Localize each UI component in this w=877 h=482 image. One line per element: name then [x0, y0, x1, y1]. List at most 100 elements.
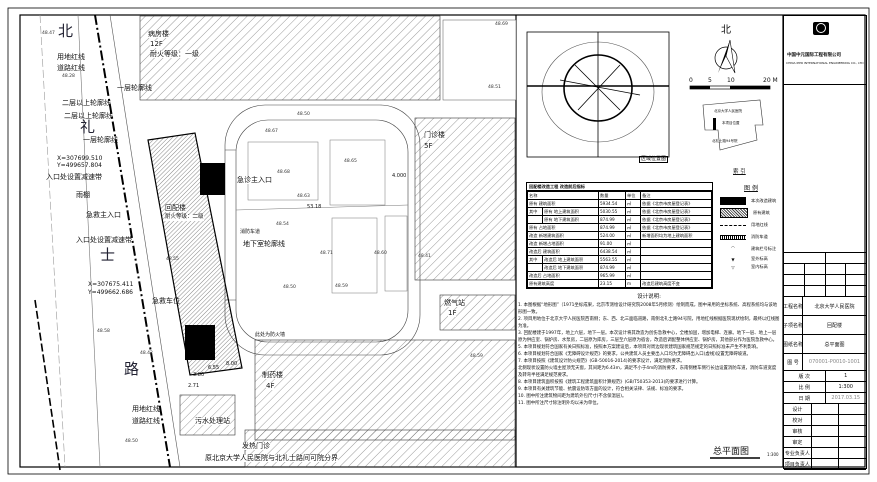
legend-label: 用地红线	[751, 222, 768, 227]
elevation: 48.67	[265, 129, 278, 134]
drawing-name-label: 图纸名称	[784, 335, 803, 353]
legend-item: ▼室外标高	[731, 256, 768, 262]
table-cell: 6438.54	[598, 247, 627, 256]
sewage-station	[179, 394, 236, 436]
scale-bar	[689, 85, 771, 90]
signature-row: 审定	[784, 437, 866, 448]
table-cell: 5563.55	[598, 255, 627, 264]
version-value: 1	[844, 373, 848, 379]
gas-station-label: 燃气站	[444, 299, 465, 307]
outline-1f-label: 一层轮廓线	[83, 136, 118, 144]
table-cell	[526, 263, 544, 272]
number-label: 图 号	[784, 354, 803, 370]
table-cell: 依据《北京市房屋登记表》	[640, 223, 712, 232]
coordinate-x: X=307675.411	[88, 281, 134, 288]
item-name: 回配楼	[826, 322, 842, 329]
speed-bump-label: 入口处设置减速带	[46, 173, 102, 181]
table-cell: 改造后 占地面积	[526, 271, 600, 280]
sheet-frame	[7, 7, 870, 475]
scale-tick: 5	[708, 77, 712, 84]
main-fire-rating: 耐火等级：二级	[165, 214, 204, 221]
elevation: 48.60	[374, 251, 387, 256]
fire-lane	[224, 104, 421, 356]
new-block-south	[185, 325, 215, 360]
table-title: 回配楼改造工程 改造前后指标	[527, 183, 712, 191]
signature-role: 项目负责人	[784, 459, 812, 469]
street-char-shi: 士	[100, 246, 116, 264]
signature-field	[812, 448, 840, 458]
legend-title: 图 例	[744, 185, 758, 192]
elevation: 48.28	[62, 74, 75, 79]
table-cell	[526, 215, 544, 224]
legend-label: 本次改造建筑	[751, 198, 777, 203]
coordinate-y: Y=499657.804	[57, 162, 102, 169]
notes-title: 设计说明:	[637, 294, 661, 300]
drawing-name: 总平面图	[824, 341, 845, 348]
table-cell: 依据《北京市房屋登记表》	[640, 199, 712, 208]
design-notes: 设计说明: 1. 本图根据“地形图”（1971坐标成果，北京市测绘设计研究院20…	[518, 294, 780, 407]
clinic-entrance-label: 急诊主入口	[237, 176, 272, 184]
legend-label: 建筑栏号标注	[751, 246, 777, 251]
signature-date	[839, 426, 866, 436]
ward-floors: 12F	[150, 40, 163, 48]
outline-2f-label: 二层以上轮廓线	[64, 112, 113, 120]
elevation: 48.51	[488, 85, 501, 90]
company-name-cn: 中国中元国际工程有限公司	[787, 53, 841, 58]
table-header-row: 名称 数量 单位 备注	[526, 191, 712, 200]
table-cell: ㎡	[625, 215, 642, 224]
elevation: 48.58	[97, 329, 110, 334]
project-label: 工程名称	[784, 297, 803, 315]
index-label-hospital: 北京大学人民医院	[714, 109, 742, 113]
elevation: 48.54	[276, 222, 289, 227]
signature-field	[812, 426, 840, 436]
road-edge	[77, 14, 101, 468]
signature-role: 审核	[784, 426, 812, 436]
legend-item: 原有建筑	[720, 207, 782, 219]
gas-floors: 1F	[448, 309, 457, 317]
legend-item: 用地红线	[720, 219, 782, 231]
signature-role: 专业负责人	[784, 448, 812, 458]
note-line: 2. 项目用地位于北京大学人民医院西南侧；东、西、北三面临道路，南侧北礼士路94…	[518, 317, 780, 329]
signature-field	[812, 437, 840, 447]
header-cell: 备注	[640, 191, 712, 200]
note-line: 11. 图中所注尺寸除注明外均以米为单位。	[518, 401, 602, 406]
table-cell: ㎡	[625, 199, 642, 208]
company-logo-icon	[813, 22, 829, 35]
table-cell: 原有建筑高度	[526, 279, 600, 288]
table-cell: ㎡	[625, 263, 642, 272]
table-cell	[640, 263, 712, 272]
drawing-title: 总平面图	[713, 447, 750, 457]
renovated-building	[147, 132, 243, 376]
table-cell	[640, 239, 712, 248]
scale-tick: 10	[727, 77, 735, 84]
note-line: 9. 本项目有关建筑节能、抗震设防等方面的设计，符合相关法律、法规、标准的要求。	[518, 387, 687, 392]
scale-label: 比 例	[784, 382, 826, 392]
index-label-project: 本项目位置	[722, 121, 740, 125]
table-cell: 524.00	[598, 231, 627, 240]
scale-tick: 0	[689, 77, 693, 84]
item-label: 子项名称	[784, 316, 803, 334]
elevation: 48.71	[320, 251, 333, 256]
table-cell: ㎡	[625, 239, 642, 248]
signature-role: 校对	[784, 415, 812, 425]
table-cell: 改造后建筑高度不变	[640, 279, 712, 288]
drawing-scale: 1:300	[767, 452, 779, 457]
table-cell: 新增面积均为地上建筑面积	[640, 231, 712, 240]
elevation: 48.55	[166, 257, 179, 262]
table-cell: 改造后 建筑面积	[526, 247, 600, 256]
table-cell: 原有 建筑面积	[526, 199, 600, 208]
table-cell: 874.99	[598, 223, 627, 232]
table-cell: 5934.54	[598, 199, 627, 208]
fever-clinic-label: 发热门诊	[242, 442, 270, 450]
drawing-number: 070001-P0010-1001	[808, 359, 861, 365]
table-cell: ㎡	[625, 223, 642, 232]
clinic-building-label: 门诊楼	[424, 131, 445, 139]
signature-date	[839, 437, 866, 447]
table-cell: 原有 地下建筑面积	[542, 215, 600, 224]
table-cell: ㎡	[625, 247, 642, 256]
table-cell: 其中	[526, 207, 544, 216]
table-cell: 874.99	[598, 215, 627, 224]
elevation: 48.50	[283, 285, 296, 290]
